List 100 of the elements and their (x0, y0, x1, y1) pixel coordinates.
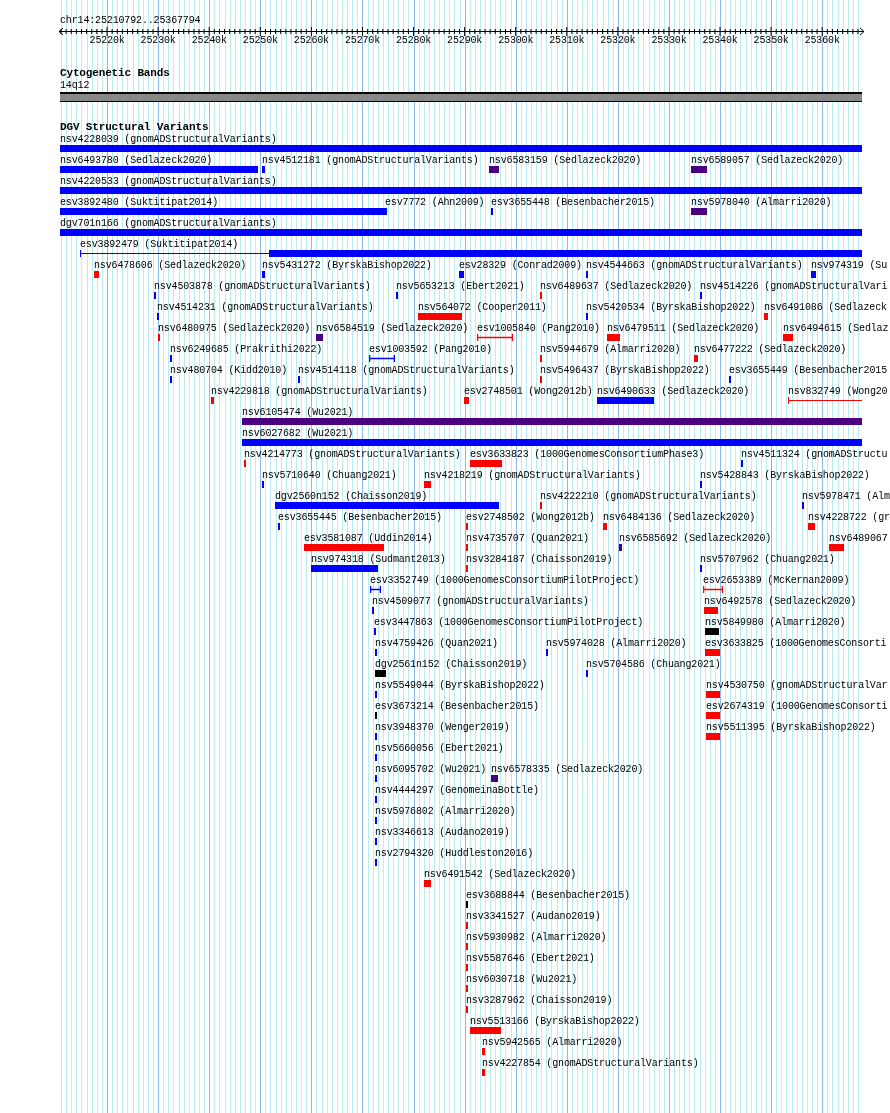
variant-label: nsv480704 (Kidd2010) (170, 365, 288, 377)
variant-label: nsv4735707 (Quan2021) (466, 533, 589, 545)
variant-label: nsv6479511 (Sedlazeck2020) (607, 323, 760, 335)
variant-label: esv3352749 (1000GenomesConsortiumPilotProject) (370, 575, 640, 587)
variant-label: nsv5976802 (Almarri2020) (375, 806, 516, 818)
tick-label: 25310k (549, 35, 585, 47)
variant-label: nsv3284187 (Chaisson2019) (466, 554, 613, 566)
variant-label: nsv5704586 (Chuang2021) (586, 659, 721, 671)
variant-label: nsv6030718 (Wu2021) (466, 974, 578, 986)
tick-label: 25300k (498, 35, 534, 47)
variant-label: nsv4759426 (Quan2021) (375, 638, 498, 650)
variant-label: nsv5660056 (Ebert2021) (375, 743, 504, 755)
variant-label: esv3655445 (Besenbacher2015) (278, 512, 442, 524)
variant-label: esv3633823 (1000GenomesConsortiumPhase3) (470, 449, 705, 461)
variant-label: nsv3948370 (Wenger2019) (375, 722, 510, 734)
variant-label: esv3673214 (Besenbacher2015) (375, 701, 539, 713)
variant-label: nsv4514118 (gnomADStructuralVariants) (298, 365, 515, 377)
variant-label: nsv6105474 (Wu2021) (242, 407, 354, 419)
variant-label: dgv2560n152 (Chaisson2019) (275, 491, 428, 503)
variant-label: nsv6478606 (Sedlazeck2020) (94, 260, 247, 272)
tick-label: 25220k (89, 35, 125, 47)
variant-label: nsv6583159 (Sedlazeck2020) (489, 155, 642, 167)
variant-label: nsv4218219 (gnomADStructuralVariants) (424, 470, 641, 482)
variant-label: esv3655449 (Besenbacher2015 (729, 365, 887, 377)
variant-label: esv3655448 (Besenbacher2015) (491, 197, 655, 209)
tick-label: 25360k (804, 35, 840, 47)
variant-label: nsv2794320 (Huddleston2016) (375, 848, 533, 860)
variant-label: nsv3287962 (Chaisson2019) (466, 995, 613, 1007)
variant-label: esv3581087 (Uddin2014) (304, 533, 433, 545)
variant-label: nsv5549044 (ByrskaBishop2022) (375, 680, 545, 692)
variant-label: nsv5496437 (ByrskaBishop2022) (540, 365, 710, 377)
variant-label: nsv6491542 (Sedlazeck2020) (424, 869, 577, 881)
tick-label: 25280k (396, 35, 432, 47)
variant-label: nsv5942565 (Almarri2020) (482, 1037, 623, 1049)
tick-label: 25260k (293, 35, 329, 47)
variant-label: nsv5930982 (Almarri2020) (466, 932, 607, 944)
variant-label: nsv6491086 (Sedlazeck (764, 302, 887, 314)
variant-label: dgv701n166 (gnomADStructuralVariants) (60, 218, 277, 230)
tick-label: 25230k (140, 35, 176, 47)
variant-label: nsv5513166 (ByrskaBishop2022) (470, 1016, 640, 1028)
variant-label: nsv3341527 (Audano2019) (466, 911, 601, 923)
variant-label: nsv6477222 (Sedlazeck2020) (694, 344, 847, 356)
track-title: Cytogenetic Bands (60, 67, 170, 79)
variant-label: nsv6489067 (829, 533, 888, 545)
variant-label: esv7772 (Ahn2009) (385, 197, 485, 209)
tick-label: 25340k (702, 35, 738, 47)
variant-label: nsv4514231 (gnomADStructuralVariants) (157, 302, 374, 314)
variant-label: nsv4503878 (gnomADStructuralVariants) (154, 281, 371, 293)
variant-label: nsv4444297 (GenomeinaBottle) (375, 785, 539, 797)
variant-label: nsv5431272 (ByrskaBishop2022) (262, 260, 432, 272)
variant-label: dgv2561n152 (Chaisson2019) (375, 659, 528, 671)
variant-label: nsv5653213 (Ebert2021) (396, 281, 525, 293)
variant-label: nsv5710640 (Chuang2021) (262, 470, 397, 482)
variant-label: nsv4228039 (gnomADStructuralVariants) (60, 134, 277, 146)
variant-label: nsv4222210 (gnomADStructuralVariants) (540, 491, 757, 503)
variant-label: nsv6492578 (Sedlazeck2020) (704, 596, 857, 608)
variant-label: nsv5511395 (ByrskaBishop2022) (706, 722, 876, 734)
variant-label: nsv6480975 (Sedlazeck2020) (158, 323, 311, 335)
variant-label: nsv5587646 (Ebert2021) (466, 953, 595, 965)
variant-label: nsv6249685 (Prakrithi2022) (170, 344, 323, 356)
variant-label: nsv5707962 (Chuang2021) (700, 554, 835, 566)
track-title: DGV Structural Variants (60, 121, 209, 133)
variant-label: esv3633825 (1000GenomesConsorti (705, 638, 887, 650)
variant-label: nsv4514226 (gnomADStructuralVari (700, 281, 888, 293)
variant-label: nsv6578335 (Sedlazeck2020) (491, 764, 644, 776)
variant-label: esv1003592 (Pang2010) (369, 344, 492, 356)
tick-label: 25290k (447, 35, 483, 47)
variant-label: nsv974319 (Su (811, 260, 888, 272)
variant-label: nsv5978471 (Alm (802, 491, 890, 503)
variant-label: nsv5974028 (Almarri2020) (546, 638, 687, 650)
variant-label: esv3447863 (1000GenomesConsortiumPilotProject) (374, 617, 644, 629)
variant-label: nsv4229818 (gnomADStructuralVariants) (211, 386, 428, 398)
variant-label: nsv4530750 (gnomADStructuralVar (706, 680, 888, 692)
band-label: 14q12 (60, 80, 90, 92)
variant-label: nsv6095702 (Wu2021) (375, 764, 487, 776)
variant-label: nsv4512181 (gnomADStructuralVariants) (262, 155, 479, 167)
variant-label: nsv6484136 (Sedlazeck2020) (603, 512, 756, 524)
variant-label: nsv974318 (Sudmant2013) (311, 554, 446, 566)
coordinate-range: chr14:25210792..25367794 (60, 15, 201, 27)
variant-label: nsv4214773 (gnomADStructuralVariants) (244, 449, 461, 461)
variant-label: esv2674319 (1000GenomesConsorti (706, 701, 888, 713)
tick-label: 25270k (344, 35, 381, 47)
variant-label: nsv5428843 (ByrskaBishop2022) (700, 470, 870, 482)
variant-label: esv2748501 (Wong2012b) (464, 386, 593, 398)
variant-label: nsv6589057 (Sedlazeck2020) (691, 155, 844, 167)
variant-label: nsv4511324 (gnomADStructu (741, 449, 888, 461)
variant-label: esv1005840 (Pang2010) (477, 323, 600, 335)
variant-label: nsv6493780 (Sedlazeck2020) (60, 155, 213, 167)
tick-label: 25350k (753, 35, 789, 47)
variant-label: nsv6585692 (Sedlazeck2020) (619, 533, 772, 545)
variant-label: nsv6489637 (Sedlazeck2020) (540, 281, 693, 293)
variant-label: esv2653389 (McKernan2009) (703, 575, 850, 587)
variant-label: nsv6584519 (Sedlazeck2020) (316, 323, 469, 335)
variant-label: nsv5944679 (Almarri2020) (540, 344, 681, 356)
variant-label: nsv3346613 (Audano2019) (375, 827, 510, 839)
variant-label: nsv4228722 (gr (808, 512, 890, 524)
tick-label: 25330k (651, 35, 687, 47)
variant-label: nsv4227854 (gnomADStructuralVariants) (482, 1058, 699, 1070)
variant-label: nsv6027682 (Wu2021) (242, 428, 354, 440)
variant-label: esv3688844 (Besenbacher2015) (466, 890, 630, 902)
